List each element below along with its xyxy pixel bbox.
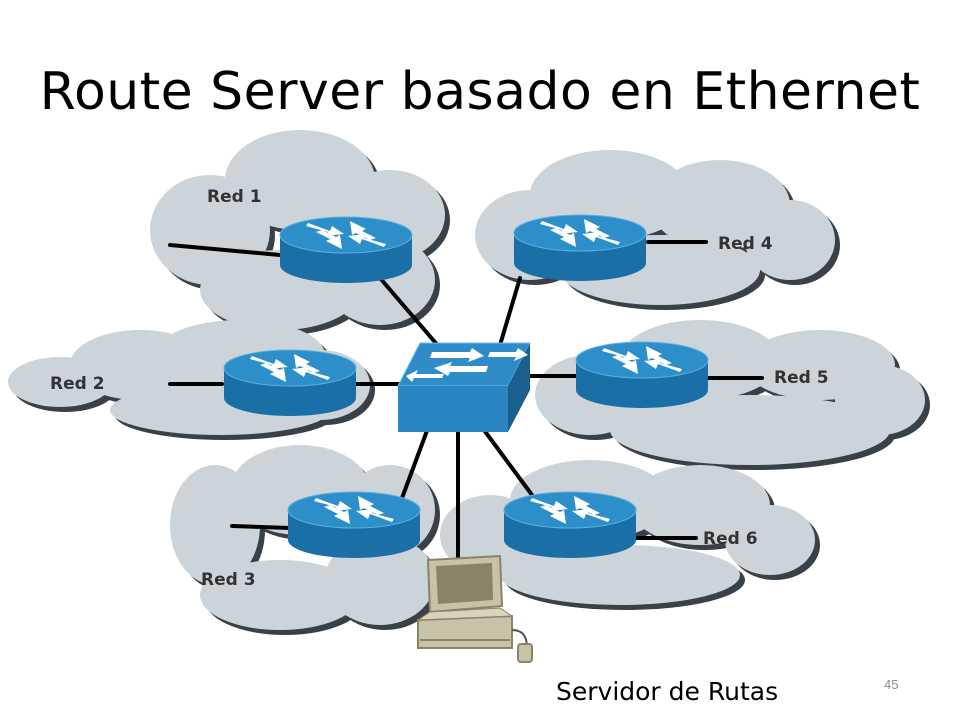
router-icon [503,491,637,559]
switch-icon [397,342,531,432]
router-icon [513,214,647,282]
page-title: Route Server basado en Ethernet [39,62,921,122]
page-number: 45 [884,677,899,692]
network-label-red-3: Red 3 [201,570,256,590]
network-label-red-6: Red 6 [703,529,758,549]
network-label-red-5: Red 5 [774,368,829,388]
terminal-icon [416,554,533,663]
router-icon [223,349,357,417]
network-label-red-4: Red 4 [718,234,773,254]
router-icon [287,491,421,559]
server-caption: Servidor de Rutas [556,677,779,706]
network-label-red-1: Red 1 [207,187,262,207]
router-icon [575,341,709,409]
network-label-red-2: Red 2 [50,374,105,394]
router-icon [279,216,413,284]
